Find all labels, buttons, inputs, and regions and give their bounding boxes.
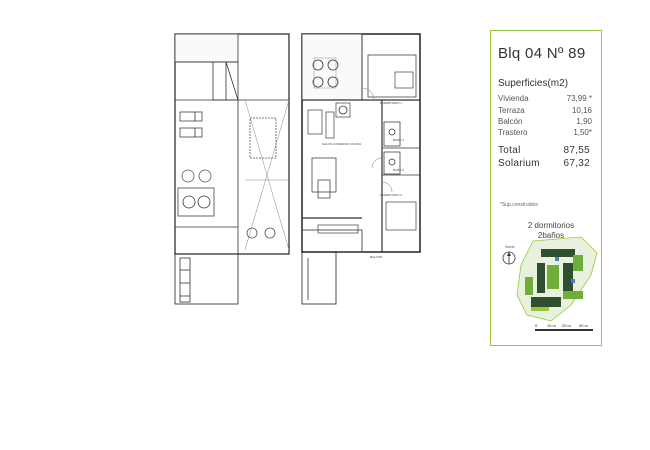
floor-plans: DORMITORIO 1 SALON COMEDOR COCINA BAÑO 1… [174,33,421,305]
total-label: Total [498,145,521,156]
solarium-plan [174,33,290,305]
solarium-row: Solarium 67,32 [498,158,598,169]
surface-label: Balcón [498,117,523,126]
total-value: 87,55 [563,145,590,156]
dormitorio-2-label: DORMITORIO 2 [380,193,402,197]
surface-value: 1,90 [576,117,592,126]
salon-label: SALON COMEDOR COCINA [322,142,361,146]
bedrooms-count: 2 dormitorios [527,221,575,230]
scale-label: 10 m [547,323,556,328]
surface-row-trastero: Trastero 1,50* [498,128,598,137]
scale-bar: 0 10 m 20 m 30 m [535,323,593,333]
surface-row-balcon: Balcón 1,90 [498,117,598,126]
surface-label: Vivienda [498,94,529,103]
total-row: Total 87,55 [498,145,598,156]
surface-row-terraza: Terraza 10,16 [498,106,598,115]
legend-panel: Blq 04 Nº 89 Superficies(m2) Vivienda 73… [490,30,602,346]
bano-1-label: BAÑO 1 [393,137,404,142]
surface-value: 73,99 * [566,94,592,103]
surface-value: 1,50* [573,128,592,137]
solarium-value: 67,32 [563,158,590,169]
footnote: *Sup.construidos [500,202,538,208]
scale-label: 20 m [562,323,571,328]
surface-value: 10,16 [571,106,592,115]
bano-2-label: BAÑO 2 [393,167,404,172]
block-number-title: Blq 04 Nº 89 [498,45,586,62]
bathrooms-count: 2baños [537,231,565,240]
north-label: Norte [505,244,515,249]
surfaces-heading: Superficies(m2) [498,78,569,89]
surface-label: Terraza [498,106,525,115]
surface-row-vivienda: Vivienda 73,99 * [498,94,598,103]
balcon-label: BALCON [370,255,382,259]
solarium-label: Solarium [498,158,540,169]
surface-label: Trastero [498,128,528,137]
scale-label: 30 m [579,323,588,328]
scale-label: 0 [535,323,538,328]
north-arrow-icon [502,251,516,265]
apartment-plan: DORMITORIO 1 SALON COMEDOR COCINA BAÑO 1… [301,33,421,305]
site-map [516,236,598,322]
dormitorio-1-label: DORMITORIO 1 [380,101,402,105]
